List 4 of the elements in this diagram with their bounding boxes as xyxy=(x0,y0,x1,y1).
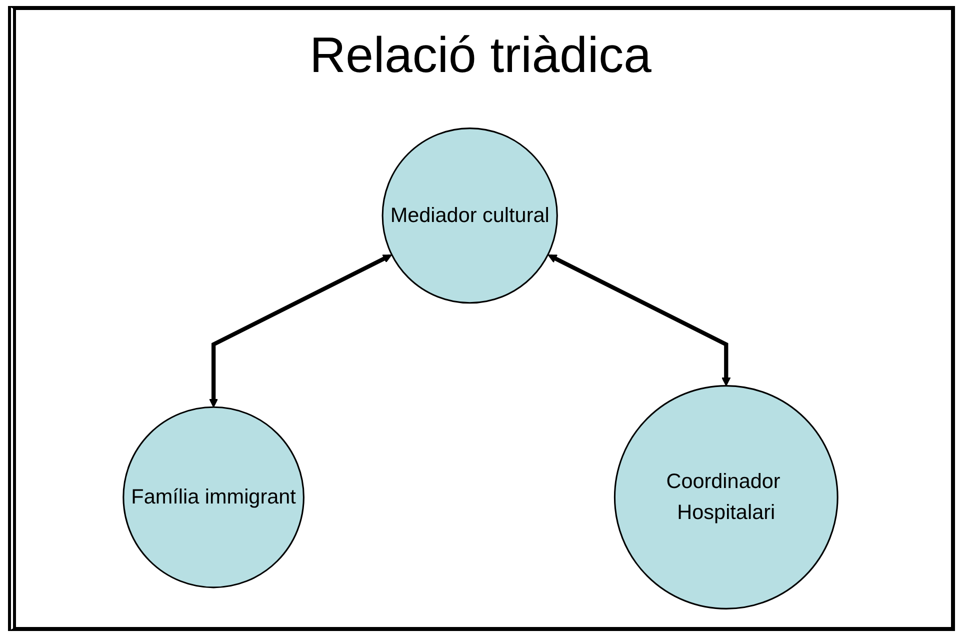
node-label: Coordinador Hospitalari xyxy=(665,469,782,526)
node-label: Família immigrant xyxy=(131,484,296,511)
title: Relació triàdica xyxy=(310,26,652,84)
node-label: Mediador cultural xyxy=(390,203,550,229)
